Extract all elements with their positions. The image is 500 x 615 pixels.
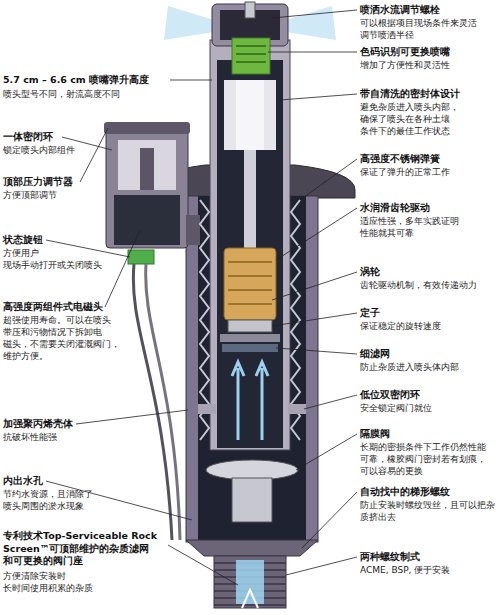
leader-line — [302, 492, 357, 548]
leader-line — [300, 159, 357, 200]
callout-heading: 色码识别可更换喷嘴 — [360, 46, 500, 59]
callout-heading: 涡轮 — [360, 266, 500, 279]
callout-text: 增加了方便性和灵活性 — [360, 59, 500, 71]
solenoid-coil — [118, 140, 176, 190]
callout-heading: 自动找中的梯形螺纹 — [360, 486, 500, 499]
leader-line — [268, 52, 357, 53]
solenoid-link — [186, 215, 200, 245]
leader-line — [286, 557, 357, 575]
leader-line — [272, 272, 357, 300]
gear-lines — [228, 262, 272, 304]
solenoid-base — [114, 195, 180, 245]
wiper-seal — [224, 80, 276, 150]
callout-text: 锁定喷头内部组件 — [3, 144, 113, 156]
callout-text: 安全锁定阀门就位 — [360, 402, 500, 414]
nozzle-stripes — [236, 46, 266, 62]
status-knob — [128, 250, 154, 264]
callout-heading: 一体密闭环 — [3, 131, 113, 144]
callout-heading: 隔膜阀 — [360, 428, 500, 441]
leader-line — [296, 434, 357, 470]
callout-text: 保证了弹升的正常工作 — [360, 166, 500, 178]
adjust-screw — [245, 2, 255, 18]
callout-heading: 内出水孔 — [3, 475, 113, 488]
gear-drive — [224, 248, 276, 320]
callout-text: 超强使用寿命。可以在喷头 带压和污物情况下拆卸电 磁头，不需要关闭灌溉阀门， 维… — [3, 314, 123, 362]
riser-interior — [217, 60, 283, 448]
diaphragm — [206, 460, 298, 480]
rock-screen — [236, 560, 264, 604]
solenoid-plunger — [140, 148, 154, 190]
callout-heading: 两种螺纹制式 — [360, 551, 500, 564]
leader-line — [276, 348, 357, 354]
leader-line — [46, 240, 130, 257]
callout-text: 保证稳定的旋转速度 — [360, 320, 500, 332]
leader-line — [304, 395, 357, 409]
pressure-regulator-cap — [104, 122, 190, 134]
callout-text: 齿轮驱动机制，有效传递动力 — [360, 279, 500, 291]
callout-heading: 专利技术Top-Serviceable Rock Screen™可顶部维护的杂质… — [3, 530, 168, 568]
seal-ring — [198, 404, 216, 414]
callout-heading: 状态旋钮 — [3, 234, 113, 247]
callout-text: 避免杂质进入喷头内部， 确保了喷头在各种土壤 条件下的最佳工作状态 — [360, 101, 500, 137]
callout-text: 适应性强，多年实践证明 性能就其可靠 — [360, 215, 500, 239]
leader-line — [76, 410, 188, 424]
nozzle — [232, 38, 270, 74]
leader-line — [170, 80, 212, 81]
leader-line — [280, 94, 357, 100]
seal-core — [236, 80, 264, 150]
callout-heading: 水润滑齿轮驱动 — [360, 202, 500, 215]
turbine — [228, 320, 272, 332]
callout-heading: 顶部压力调节器 — [3, 176, 113, 189]
riser — [210, 40, 290, 450]
callout-text: 方便用户 现场手动打开或关闭喷头 — [3, 247, 113, 271]
solenoid-housing — [106, 128, 188, 248]
callout-heading: 5.7 cm – 6.6 cm 喷嘴弹升高度 — [3, 74, 178, 87]
water-spray — [164, 6, 214, 40]
inlet-arrow — [242, 590, 258, 608]
callout-text: 方便清除安装时 长时间使用积累的杂质 — [3, 570, 113, 594]
callout-heading: 带自清洗的密封体设计 — [360, 88, 500, 101]
leader-line — [276, 208, 357, 260]
leader-line — [272, 10, 357, 18]
callout-heading: 低位双密闭环 — [360, 389, 500, 402]
callout-text: 喷头型号不同，射流高度不同 — [3, 88, 138, 100]
leader-line — [46, 481, 192, 520]
flow-arrow — [232, 362, 244, 440]
flow-arrow — [256, 362, 268, 440]
stator — [220, 334, 280, 342]
body-taper — [186, 540, 318, 556]
callout-heading: 高强度不锈钢弹簧 — [360, 153, 500, 166]
callout-text: 抗破坏性能强 — [3, 431, 123, 443]
wire — [146, 264, 180, 540]
callout-heading: 加强聚丙烯壳体 — [3, 418, 123, 431]
leader-line — [272, 313, 357, 326]
filter-screen — [222, 344, 278, 352]
seal-ring — [288, 404, 306, 414]
thread-inlet — [214, 556, 286, 608]
callout-text: 防止安装时螺纹毁丝，且可以把杂 质挤出去 — [360, 499, 500, 523]
leader-line — [80, 128, 108, 182]
callout-heading: 细滤网 — [360, 348, 500, 361]
callout-text: 可以根据项目现场条件来灵活 调节喷洒半径 — [360, 17, 500, 41]
valve-body — [232, 478, 272, 522]
callout-text: 节约水资源，且消除了 喷头周围的淤水现象 — [3, 488, 113, 512]
callout-heading: 喷洒水流调节螺栓 — [360, 4, 500, 17]
callout-heading: 定子 — [360, 307, 500, 320]
water-spray — [286, 6, 336, 40]
callout-text: 方便顶部调节 — [3, 189, 113, 201]
callout-text: 防止杂质进入喷头体内部 — [360, 361, 500, 373]
leader-line — [168, 545, 238, 585]
callout-text: 长期的密损条件下工作仍然性能 可靠，橡胶阀门密封若有划痕， 可以容易的更换 — [360, 441, 500, 477]
leader-line — [105, 230, 140, 307]
callout-heading: 高强度两组件式电磁头 — [3, 301, 123, 314]
drive-shaft — [244, 150, 256, 250]
callout-text: ACME, BSP, 便于安装 — [360, 564, 500, 576]
